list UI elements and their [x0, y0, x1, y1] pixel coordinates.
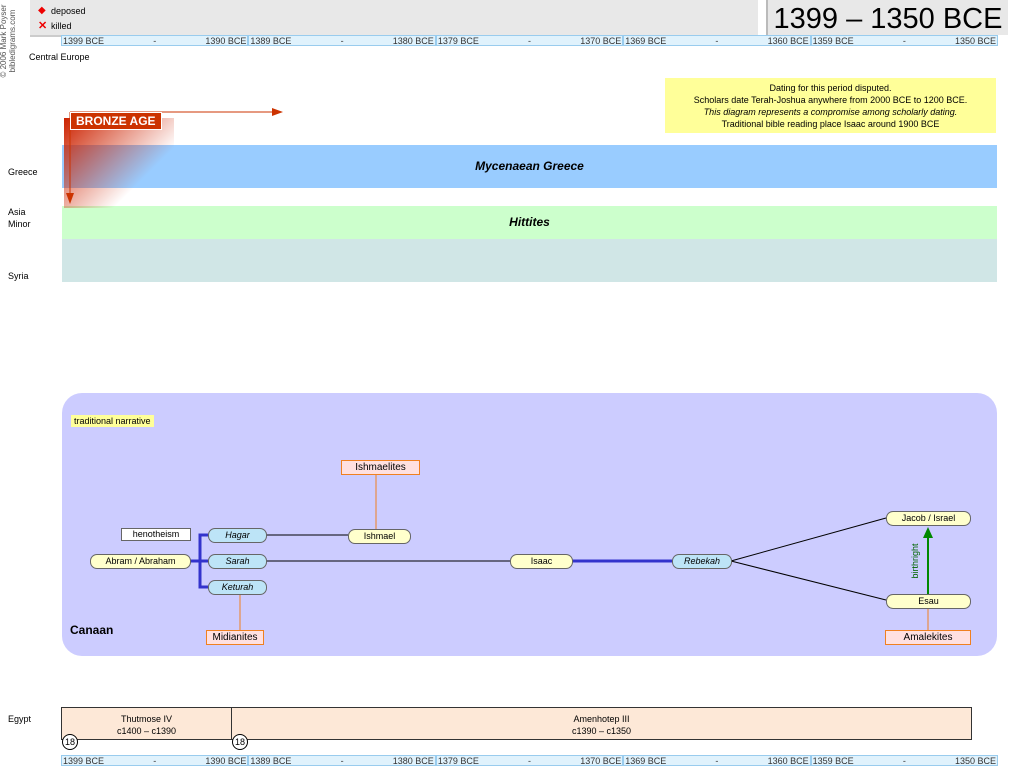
region-syria: Syria: [8, 271, 29, 281]
region-central-europe: Central Europe: [29, 52, 90, 62]
person-keturah[interactable]: Keturah: [208, 580, 267, 595]
traditional-narrative-tag: traditional narrative: [71, 415, 154, 427]
note-line: This diagram represents a compromise amo…: [703, 107, 958, 117]
ruler-segment: 1389 BCE - 1380 BCE: [248, 35, 436, 46]
ruler-segment: 1379 BCE - 1370 BCE: [435, 35, 624, 46]
pharaoh-thutmose-iv[interactable]: Thutmose IV c1400 – c1390: [61, 707, 232, 740]
note-line: Traditional bible reading place Isaac ar…: [721, 119, 940, 129]
pharaoh-dates: c1400 – c1390: [116, 726, 177, 736]
ruler-label: 1379 BCE: [437, 36, 479, 46]
ruler-label: 1399 BCE: [63, 36, 105, 46]
person-esau[interactable]: Esau: [886, 594, 971, 609]
ruler-label: -: [528, 756, 532, 766]
ruler-label: 1370 BCE: [580, 36, 622, 46]
ruler-label: 1360 BCE: [767, 36, 809, 46]
person-sarah[interactable]: Sarah: [208, 554, 267, 569]
ruler-label: 1399 BCE: [63, 756, 105, 766]
region-greece: Greece: [8, 167, 38, 177]
people-midianites[interactable]: Midianites: [206, 630, 264, 645]
ruler-label: 1389 BCE: [250, 36, 292, 46]
people-ishmaelites[interactable]: Ishmaelites: [341, 460, 420, 475]
pharaoh-name: Thutmose IV: [120, 714, 173, 724]
region-egypt: Egypt: [8, 714, 32, 724]
legend-killed: killed: [51, 21, 72, 31]
bronze-age-gradient: [64, 118, 174, 208]
dynasty-badge: 18: [62, 734, 78, 750]
birthright-label: birthright: [910, 543, 920, 579]
band-hittites: Hittites: [62, 206, 997, 239]
region-asia-minor: Asia Minor: [8, 207, 31, 229]
canaan-region: [62, 393, 997, 656]
ruler-label: 1350 BCE: [955, 756, 997, 766]
note-line: Scholars date Terah-Joshua anywhere from…: [693, 95, 968, 105]
ruler-label: -: [340, 756, 344, 766]
bronze-age-label: BRONZE AGE: [70, 112, 162, 130]
ruler-label: 1390 BCE: [205, 756, 247, 766]
person-rebekah[interactable]: Rebekah: [672, 554, 732, 569]
pharaoh-name: Amenhotep III: [573, 714, 630, 724]
ruler-label: 1359 BCE: [812, 756, 854, 766]
ruler-label: 1369 BCE: [625, 36, 667, 46]
dating-note: Dating for this period disputed. Scholar…: [665, 78, 996, 133]
ruler-label: 1379 BCE: [437, 756, 479, 766]
pharaoh-amenhotep-iii[interactable]: Amenhotep III c1390 – c1350: [231, 707, 972, 740]
ruler-label: 1380 BCE: [392, 36, 434, 46]
ruler-segment: 1399 BCE - 1390 BCE: [61, 35, 249, 46]
band-syria: [62, 239, 997, 282]
ruler-label: 1350 BCE: [955, 36, 997, 46]
ruler-label: -: [902, 756, 906, 766]
x-icon: ✕: [38, 20, 48, 32]
page-title: 1399 – 1350 BCE: [766, 0, 1008, 35]
ruler-label: -: [528, 36, 532, 46]
person-isaac[interactable]: Isaac: [510, 554, 573, 569]
people-amalekites[interactable]: Amalekites: [885, 630, 971, 645]
ruler-segment: 1369 BCE - 1360 BCE: [623, 755, 811, 766]
person-jacob[interactable]: Jacob / Israel: [886, 511, 971, 526]
ruler-label: -: [153, 36, 157, 46]
ruler-segment: 1399 BCE - 1390 BCE: [61, 755, 249, 766]
henotheism-label: henotheism: [121, 528, 191, 541]
ruler-label: 1369 BCE: [625, 756, 667, 766]
person-ishmael[interactable]: Ishmael: [348, 529, 411, 544]
ruler-segment: 1389 BCE - 1380 BCE: [248, 755, 436, 766]
pharaoh-dates: c1390 – c1350: [571, 726, 632, 736]
legend-deposed: deposed: [51, 6, 86, 16]
ruler-segment: 1379 BCE - 1370 BCE: [435, 755, 624, 766]
ruler-label: 1360 BCE: [767, 756, 809, 766]
ruler-label: -: [340, 36, 344, 46]
ruler-label: 1389 BCE: [250, 756, 292, 766]
note-line: Dating for this period disputed.: [769, 83, 892, 93]
ruler-label: -: [902, 36, 906, 46]
ruler-label: -: [715, 36, 719, 46]
canaan-label: Canaan: [70, 623, 114, 637]
ruler-segment: 1359 BCE - 1350 BCE: [810, 755, 999, 766]
diamond-icon: ◆: [38, 5, 46, 16]
ruler-label: 1359 BCE: [812, 36, 854, 46]
ruler-label: 1370 BCE: [580, 756, 622, 766]
ruler-label: -: [715, 756, 719, 766]
person-hagar[interactable]: Hagar: [208, 528, 267, 543]
ruler-label: 1380 BCE: [392, 756, 434, 766]
band-mycenaean-greece: Mycenaean Greece: [62, 145, 997, 188]
dynasty-badge: 18: [232, 734, 248, 750]
ruler-label: -: [153, 756, 157, 766]
ruler-segment: 1369 BCE - 1360 BCE: [623, 35, 811, 46]
ruler-segment: 1359 BCE - 1350 BCE: [810, 35, 999, 46]
person-abram[interactable]: Abram / Abraham: [90, 554, 191, 569]
ruler-label: 1390 BCE: [205, 36, 247, 46]
